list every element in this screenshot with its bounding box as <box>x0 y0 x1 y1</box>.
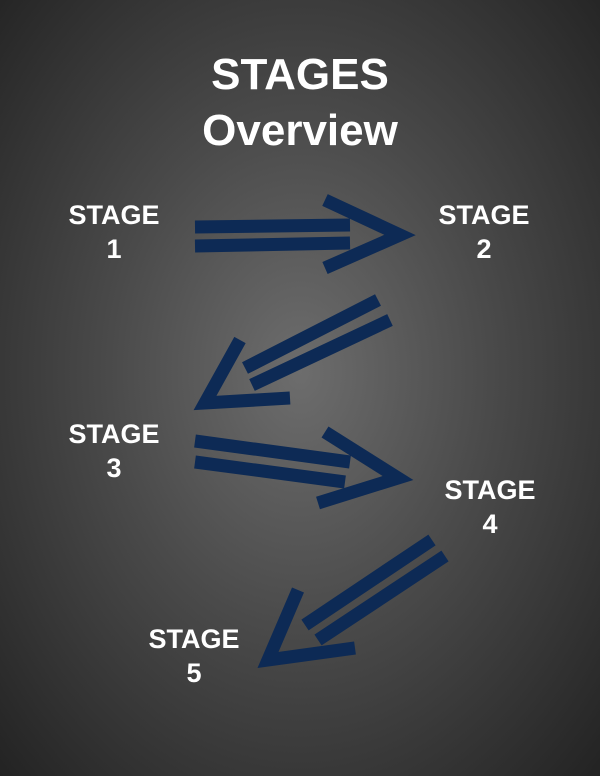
stage-2-label: STAGE 2 <box>419 198 549 266</box>
stage-word: STAGE <box>444 475 536 505</box>
stage-word: STAGE <box>68 200 160 230</box>
arrow-3-to-4 <box>194 426 414 510</box>
stage-word: STAGE <box>148 624 240 654</box>
stage-word: STAGE <box>438 200 530 230</box>
stage-5-label: STAGE 5 <box>129 622 259 690</box>
stage-number: 3 <box>106 453 122 483</box>
stage-1-label: STAGE 1 <box>49 198 179 266</box>
arrow-1-to-2 <box>194 194 416 274</box>
stage-4-label: STAGE 4 <box>425 473 555 541</box>
stage-3-label: STAGE 3 <box>49 417 179 485</box>
stage-number: 2 <box>476 234 492 264</box>
arrow-2-to-3 <box>193 294 393 411</box>
title-line-2: Overview <box>202 106 398 155</box>
title-line-1: STAGES <box>211 50 389 99</box>
stage-number: 1 <box>106 234 122 264</box>
arrow-4-to-5 <box>257 534 449 669</box>
stage-word: STAGE <box>68 419 160 449</box>
stage-number: 5 <box>186 658 202 688</box>
stage-number: 4 <box>482 509 498 539</box>
